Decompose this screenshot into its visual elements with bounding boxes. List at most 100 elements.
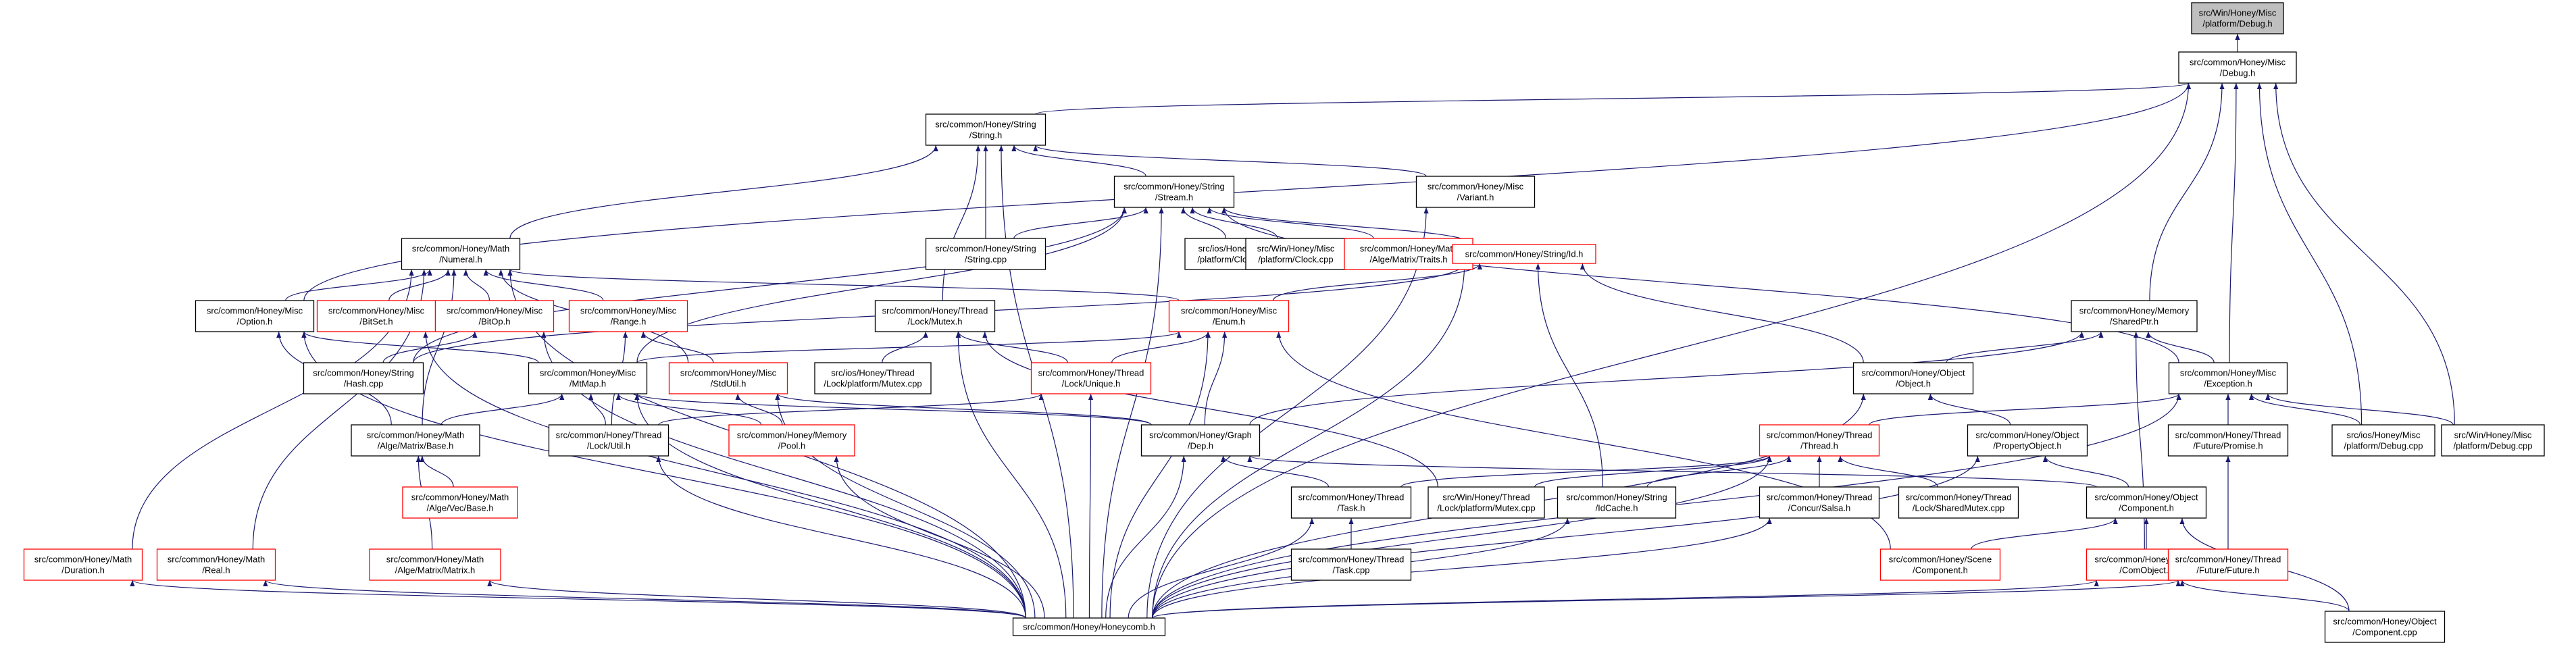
node-box <box>1967 424 2088 457</box>
node-label-line: src/common/Honey/String <box>313 368 414 378</box>
graph-node-compcpp[interactable]: src/common/Honey/Object/Component.cpp <box>2324 611 2446 643</box>
edge-idcache-to-thread <box>1646 455 1792 488</box>
edge-mtmap-to-enum <box>636 331 1182 363</box>
graph-node-traits[interactable]: src/common/Honey/Math/Alge/Matrix/Traits… <box>1344 238 1473 270</box>
node-box <box>402 486 518 519</box>
graph-node-winmutex[interactable]: src/Win/Honey/Thread/Lock/platform/Mutex… <box>1428 486 1545 519</box>
graph-node-real[interactable]: src/common/Honey/Math/Real.h <box>156 548 276 581</box>
graph-node-windebug[interactable]: src/Win/Honey/Misc/platform/Debug.cpp <box>2441 424 2545 457</box>
node-label-line: src/common/Honey/Object <box>2333 617 2437 627</box>
edge-honeycomb-to-real <box>263 580 1026 619</box>
graph-node-matrix[interactable]: src/common/Honey/Math/Alge/Matrix/Matrix… <box>369 548 501 581</box>
graph-node-honeycomb[interactable]: src/common/Honey/Honeycomb.h <box>1012 617 1166 636</box>
edge-exception-to-stream <box>1221 207 2179 363</box>
node-label-line: src/common/Honey/Thread <box>1298 555 1405 565</box>
graph-node-strid[interactable]: src/common/Honey/String/Id.h <box>1452 244 1596 264</box>
node-label-line: /Hash.cpp <box>344 379 384 389</box>
graph-node-taskcpp[interactable]: src/common/Honey/Thread/Task.cpp <box>1290 548 1412 581</box>
graph-node-option[interactable]: src/common/Honey/Misc/Option.h <box>195 300 315 332</box>
graph-node-numeral[interactable]: src/common/Honey/Math/Numeral.h <box>401 238 521 270</box>
edge-honeycomb-to-future <box>1152 580 2181 619</box>
node-label-line: src/common/Honey/String <box>1566 492 1667 503</box>
edge-exception-to-debug <box>2229 82 2239 363</box>
graph-node-enum[interactable]: src/common/Honey/Misc/Enum.h <box>1168 300 1290 332</box>
graph-node-stream[interactable]: src/common/Honey/String/Stream.h <box>1113 176 1235 208</box>
edge-bitset-to-numeral <box>388 269 451 301</box>
graph-node-mtmap[interactable]: src/common/Honey/Misc/MtMap.h <box>528 362 648 394</box>
graph-node-pool[interactable]: src/common/Honey/Memory/Pool.h <box>728 424 855 457</box>
graph-node-promise[interactable]: src/common/Honey/Thread/Future/Promise.h <box>2167 424 2289 457</box>
graph-node-propobj[interactable]: src/common/Honey/Object/PropertyObject.h <box>1967 424 2088 457</box>
graph-node-idcache[interactable]: src/common/Honey/String/IdCache.h <box>1557 486 1677 519</box>
graph-node-thread[interactable]: src/common/Honey/Thread/Thread.h <box>1759 424 1880 457</box>
graph-node-exception[interactable]: src/common/Honey/Misc/Exception.h <box>2168 362 2288 394</box>
graph-node-task[interactable]: src/common/Honey/Thread/Task.h <box>1290 486 1412 519</box>
graph-node-iosdebug[interactable]: src/ios/Honey/Misc/platform/Debug.cpp <box>2331 424 2435 457</box>
node-box <box>316 300 436 332</box>
edge-iosdebug-to-debug <box>2256 82 2363 426</box>
node-label-line: /Alge/Matrix/Matrix.h <box>395 565 475 575</box>
graph-node-lockutil[interactable]: src/common/Honey/Thread/Lock/Util.h <box>548 424 670 457</box>
node-box <box>195 300 315 332</box>
node-label-line: src/common/Honey/Misc <box>207 306 303 316</box>
graph-node-unique[interactable]: src/common/Honey/Thread/Lock/Unique.h <box>1030 362 1152 394</box>
graph-node-sharedptr[interactable]: src/common/Honey/Memory/SharedPtr.h <box>2071 300 2198 332</box>
node-box <box>1759 424 1880 457</box>
edge-honeycomb-to-pool <box>834 455 1045 619</box>
edge-pool-to-stdutil <box>735 393 783 426</box>
graph-node-sharedmutex[interactable]: src/common/Honey/Thread/Lock/SharedMutex… <box>1898 486 2019 519</box>
graph-node-object[interactable]: src/common/Honey/Object/Object.h <box>1852 362 1974 394</box>
graph-node-bitop[interactable]: src/common/Honey/Misc/BitOp.h <box>434 300 555 332</box>
graph-node-debug[interactable]: src/common/Honey/Misc/Debug.h <box>2178 51 2297 84</box>
node-label-line: /Lock/platform/Mutex.cpp <box>1437 503 1535 513</box>
graph-node-component[interactable]: src/common/Honey/Object/Component.h <box>2086 486 2207 519</box>
graph-node-iosmutex[interactable]: src/ios/Honey/Thread/Lock/platform/Mutex… <box>814 362 932 394</box>
graph-node-duration[interactable]: src/common/Honey/Math/Duration.h <box>23 548 143 581</box>
edge-idcache-to-strid <box>1535 263 1604 488</box>
graph-node-stdutil[interactable]: src/common/Honey/Misc/StdUtil.h <box>668 362 788 394</box>
edge-stdutil-to-range <box>640 331 714 363</box>
edge-object-to-sharedptr <box>1946 331 2104 363</box>
graph-node-dbgp[interactable]: src/Win/Honey/Misc/platform/Debug.h <box>2191 2 2284 34</box>
node-label-line: src/common/Honey/Honeycomb.h <box>1023 622 1155 632</box>
node-label-line: /Numeral.h <box>439 255 482 265</box>
edge-enum-to-numeral <box>507 269 1180 301</box>
edge-task-to-dep <box>1220 455 1330 488</box>
edge-strid-to-stream <box>1221 207 1472 245</box>
node-label-line: src/common/Honey/Math <box>412 244 510 254</box>
graph-node-string[interactable]: src/common/Honey/String/String.h <box>925 113 1046 146</box>
edge-algebase-to-mtmap <box>440 393 565 426</box>
node-box <box>2086 486 2207 519</box>
graph-node-algebase[interactable]: src/common/Honey/Math/Alge/Matrix/Base.h <box>351 424 480 457</box>
node-label-line: /Component.h <box>1913 565 1968 575</box>
graph-node-variant[interactable]: src/common/Honey/Misc/Variant.h <box>1415 176 1536 208</box>
graph-node-scenecomp[interactable]: src/common/Honey/Scene/Component.h <box>1879 548 2001 581</box>
node-box <box>925 113 1046 146</box>
node-label-line: src/common/Honey/Math <box>34 555 132 565</box>
node-label-line: /BitSet.h <box>359 317 393 327</box>
edge-honeycomb-to-duration <box>130 580 1026 619</box>
graph-node-dep[interactable]: src/common/Honey/Graph/Dep.h <box>1140 424 1261 457</box>
node-box <box>2324 611 2446 643</box>
graph-node-stringcpp[interactable]: src/common/Honey/String/String.cpp <box>925 238 1046 270</box>
node-box <box>2071 300 2198 332</box>
graph-node-vecbase[interactable]: src/common/Honey/Math/Alge/Vec/Base.h <box>402 486 518 519</box>
graph-node-range[interactable]: src/common/Honey/Misc/Range.h <box>568 300 688 332</box>
graph-node-winclock[interactable]: src/Win/Honey/Misc/platform/Clock.cpp <box>1245 238 1346 270</box>
node-box <box>548 424 670 457</box>
graph-node-mutex[interactable]: src/common/Honey/Thread/Lock/Mutex.h <box>874 300 996 332</box>
edge-unique-to-enum <box>1111 331 1211 363</box>
node-label-line: src/common/Honey/Scene <box>1889 555 1992 565</box>
graph-node-future[interactable]: src/common/Honey/Thread/Future/Future.h <box>2167 548 2289 581</box>
node-label-line: src/common/Honey/Thread <box>1038 368 1144 378</box>
node-label-line: /Pool.h <box>778 441 805 451</box>
node-label-line: /Debug.h <box>2220 68 2256 78</box>
node-label-line: src/common/Honey/Misc <box>680 368 777 378</box>
graph-node-hashcpp[interactable]: src/common/Honey/String/Hash.cpp <box>303 362 424 394</box>
edge-thread-to-exception <box>1869 393 2181 426</box>
node-box <box>728 424 855 457</box>
node-label-line: /Component.h <box>2119 503 2174 513</box>
graph-node-bitset[interactable]: src/common/Honey/Misc/BitSet.h <box>316 300 436 332</box>
graph-node-salsa[interactable]: src/common/Honey/Thread/Concur/Salsa.h <box>1759 486 1880 519</box>
edge-sharedmutex-to-thread <box>1838 455 1938 488</box>
